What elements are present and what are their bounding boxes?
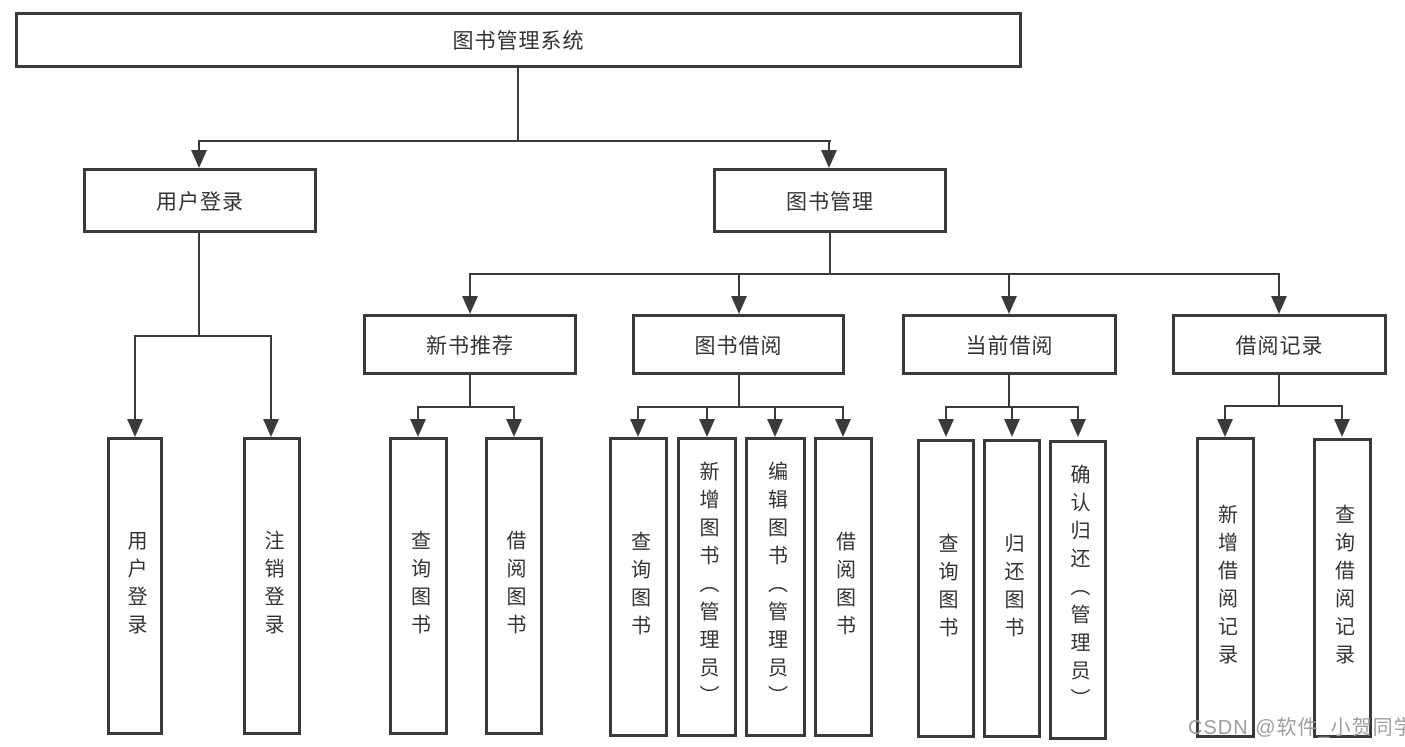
- leaf-bb-borrow-book-label: 借阅图书: [832, 531, 855, 643]
- node-current-borrow: 当前借阅: [902, 314, 1117, 375]
- connector-record-rail: [1224, 405, 1343, 407]
- leaf-user-login: 用户登录: [107, 437, 163, 735]
- connector-user-login-rail: [134, 335, 272, 337]
- connector-cb-confirm-stem: [1077, 406, 1079, 422]
- leaf-bb-edit-book-admin: 编辑图书（管理员）: [745, 437, 806, 737]
- connector-root-rail: [198, 140, 831, 142]
- connector-user-login-down: [198, 233, 200, 335]
- node-book-borrow-label: 图书借阅: [694, 334, 783, 358]
- leaf-bb-add-book-admin: 新增图书（管理员）: [677, 437, 737, 737]
- arrow-current-icon: [1001, 296, 1017, 314]
- arrow-leaf-login-icon: [127, 419, 143, 437]
- arrow-new-book-icon: [462, 296, 478, 314]
- connector-borrow-rail: [637, 406, 844, 408]
- leaf-cb-return-book-label: 归还图书: [1001, 532, 1023, 645]
- arrow-user-login-icon: [191, 150, 207, 168]
- connector-nb-query-stem: [417, 406, 419, 422]
- connector-book-mgmt-stem: [828, 140, 830, 154]
- arrow-nb-borrow-icon: [506, 419, 522, 437]
- arrow-borrow-icon: [731, 296, 747, 314]
- arrow-record-icon: [1271, 296, 1287, 314]
- leaf-bb-query-book: 查询图书: [609, 437, 668, 737]
- leaf-cb-confirm-return-admin: 确认归还（管理员）: [1049, 440, 1107, 740]
- leaf-cb-confirm-return-admin-label: 确认归还（管理员）: [1067, 464, 1089, 716]
- leaf-logout: 注销登录: [243, 437, 301, 735]
- node-root-label: 图书管理系统: [452, 30, 585, 53]
- connector-cb-return-stem: [1011, 406, 1013, 422]
- arrow-bb-edit-icon: [767, 419, 783, 437]
- leaf-logout-label: 注销登录: [261, 530, 283, 642]
- arrow-leaf-logout-icon: [263, 419, 279, 437]
- leaf-nb-query-book: 查询图书: [389, 437, 448, 735]
- connector-leaf-logout-stem: [270, 335, 272, 421]
- node-book-management-label: 图书管理: [786, 190, 874, 214]
- connector-br-add-stem: [1224, 405, 1226, 422]
- connector-new-book-stem: [469, 273, 471, 298]
- node-user-login-label: 用户登录: [156, 190, 244, 214]
- node-user-login: 用户登录: [83, 168, 317, 233]
- leaf-br-add-record-label: 新增借阅记录: [1214, 503, 1237, 672]
- connector-record-down: [1278, 375, 1280, 406]
- connector-book-mgmt-rail: [469, 273, 1279, 275]
- arrow-br-query-icon: [1334, 419, 1350, 437]
- arrow-cb-query-icon: [938, 419, 954, 437]
- connector-bb-add-stem: [706, 406, 708, 422]
- connector-new-book-rail: [417, 406, 514, 408]
- connector-record-stem: [1278, 273, 1280, 298]
- leaf-bb-query-book-label: 查询图书: [627, 531, 650, 643]
- leaf-br-add-record: 新增借阅记录: [1196, 437, 1255, 738]
- connector-current-down: [1008, 375, 1010, 406]
- connector-current-stem: [1008, 273, 1010, 298]
- leaf-cb-query-book-label: 查询图书: [935, 532, 957, 645]
- arrow-br-add-icon: [1217, 419, 1233, 437]
- connector-user-login-stem: [198, 140, 200, 154]
- node-root: 图书管理系统: [15, 12, 1022, 68]
- leaf-br-query-record: 查询借阅记录: [1313, 438, 1372, 738]
- node-book-management: 图书管理: [713, 168, 947, 233]
- connector-borrow-stem: [738, 273, 740, 298]
- arrow-bb-query-icon: [630, 419, 646, 437]
- arrow-cb-return-icon: [1004, 419, 1020, 437]
- arrow-bb-borrow-icon: [835, 419, 851, 437]
- leaf-nb-borrow-book-label: 借阅图书: [503, 530, 525, 642]
- connector-bb-query-stem: [637, 406, 639, 422]
- node-new-book-recommend: 新书推荐: [363, 314, 577, 375]
- arrow-cb-confirm-icon: [1070, 419, 1086, 437]
- arrow-nb-query-icon: [410, 419, 426, 437]
- connector-nb-borrow-stem: [513, 406, 515, 422]
- node-book-borrow: 图书借阅: [632, 314, 845, 375]
- connector-new-book-down: [469, 375, 471, 406]
- connector-bb-edit-stem: [774, 406, 776, 422]
- leaf-cb-return-book: 归还图书: [983, 439, 1041, 738]
- csdn-watermark: CSDN @软件_小贺同学: [1188, 717, 1405, 739]
- leaf-br-query-record-label: 查询借阅记录: [1331, 504, 1354, 672]
- connector-br-query-stem: [1341, 405, 1343, 422]
- connector-leaf-login-stem: [134, 335, 136, 421]
- leaf-bb-add-book-admin-label: 新增图书（管理员）: [696, 461, 718, 713]
- connector-root-stem: [517, 68, 519, 140]
- connector-cb-query-stem: [945, 406, 947, 422]
- connector-bb-borrow-stem: [842, 406, 844, 422]
- node-current-borrow-label: 当前借阅: [965, 334, 1054, 358]
- node-borrow-record-label: 借阅记录: [1235, 334, 1324, 358]
- connector-book-mgmt-down: [829, 233, 831, 273]
- leaf-cb-query-book: 查询图书: [917, 439, 975, 738]
- arrow-book-mgmt-icon: [821, 150, 837, 168]
- connector-borrow-down: [738, 375, 740, 406]
- arrow-bb-add-icon: [699, 419, 715, 437]
- leaf-bb-borrow-book: 借阅图书: [814, 437, 873, 737]
- node-new-book-recommend-label: 新书推荐: [426, 334, 514, 358]
- leaf-bb-edit-book-admin-label: 编辑图书（管理员）: [764, 461, 787, 713]
- node-borrow-record: 借阅记录: [1172, 314, 1387, 375]
- leaf-nb-borrow-book: 借阅图书: [485, 437, 543, 735]
- leaf-nb-query-book-label: 查询图书: [407, 530, 430, 642]
- leaf-user-login-label: 用户登录: [124, 530, 146, 642]
